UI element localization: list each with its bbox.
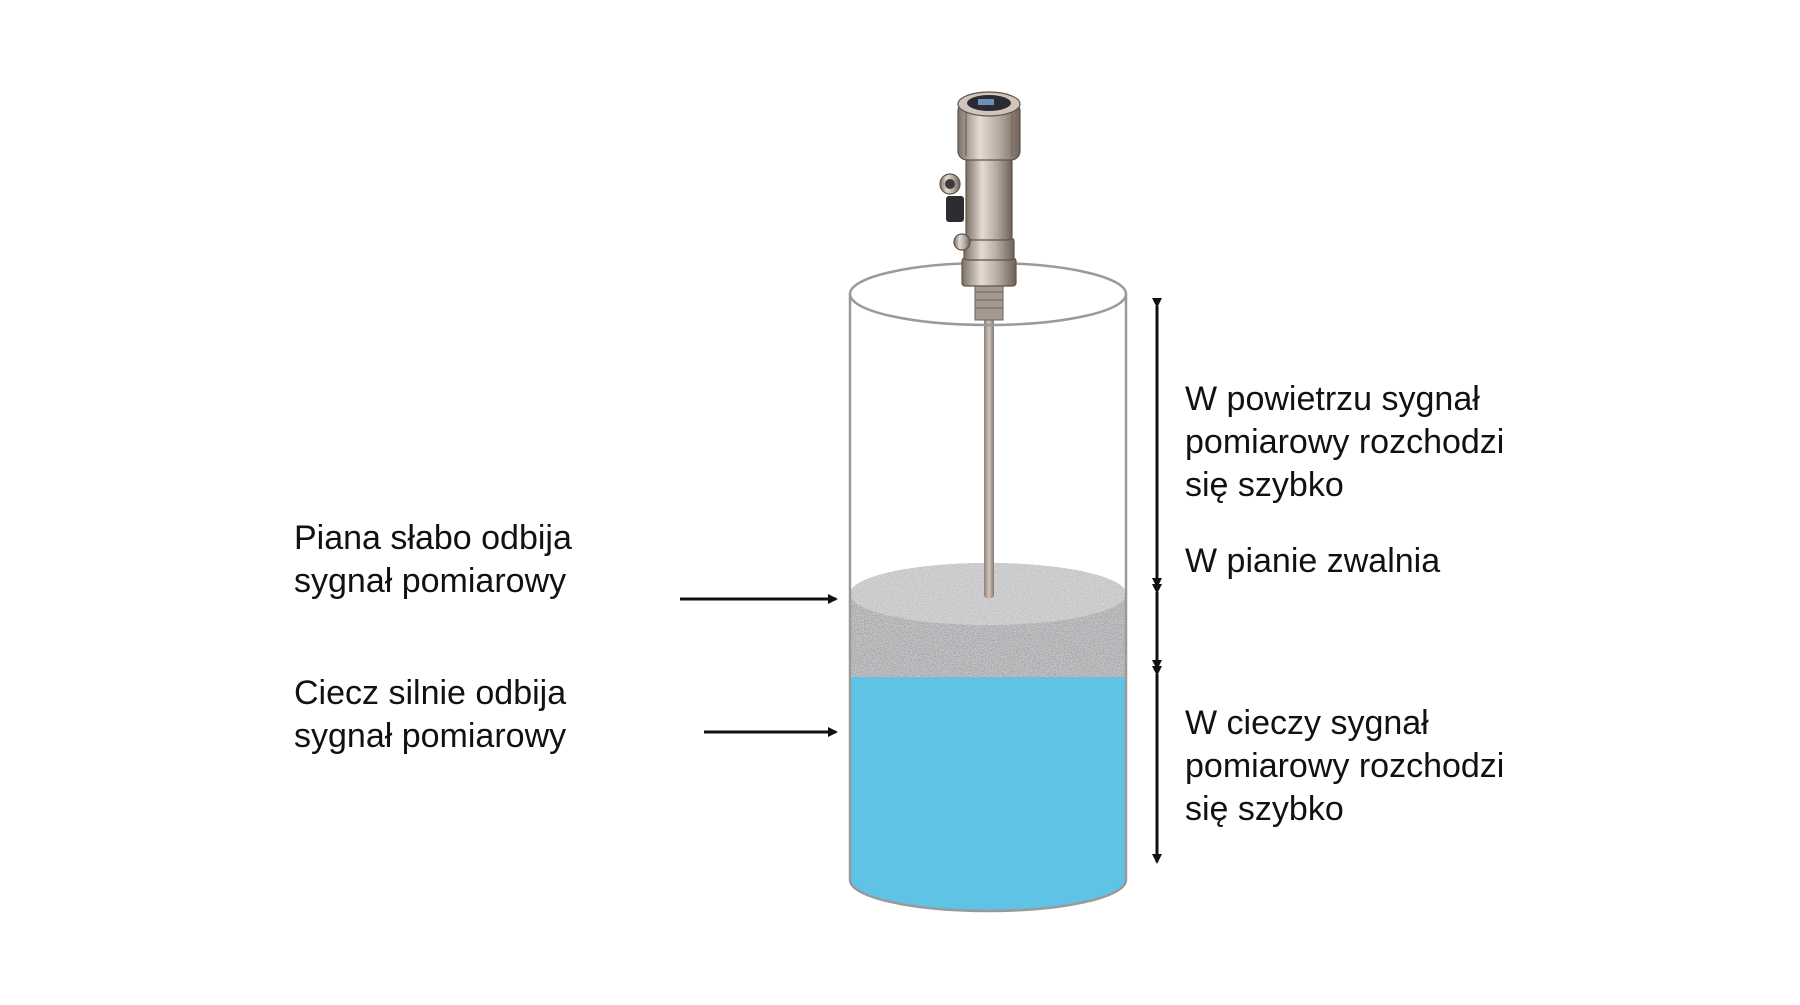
label-liquid-propagation: W cieczy sygnał pomiarowy rozchodzi się …	[1185, 702, 1504, 831]
label-line: sygnał pomiarowy	[294, 562, 567, 600]
label-liquid-reflects-strongly: Ciecz silnie odbija sygnał pomiarowy	[294, 672, 566, 758]
label-line: pomiarowy rozchodzi	[1185, 423, 1505, 461]
label-line: W pianie zwalnia	[1185, 542, 1441, 580]
label-foam-slows: W pianie zwalnia	[1185, 540, 1440, 583]
tank-icon	[848, 293, 1128, 913]
label-air-propagation: W powietrzu sygnał pomiarowy rozchodzi s…	[1185, 378, 1504, 507]
label-line: się szybko	[1185, 466, 1344, 504]
foam-region	[850, 563, 1126, 677]
label-line: się szybko	[1185, 790, 1344, 828]
label-foam-reflects-weakly: Piana słabo odbija sygnał pomiarowy	[294, 517, 572, 603]
radar-level-sensor-icon	[939, 91, 1021, 321]
label-line: sygnał pomiarowy	[294, 717, 567, 755]
sensor-rod	[984, 318, 994, 598]
label-line: Ciecz silnie odbija	[294, 674, 567, 712]
label-line: Piana słabo odbija	[294, 519, 572, 557]
liquid-region	[850, 677, 1126, 911]
label-line: W cieczy sygnał	[1185, 704, 1429, 742]
label-line: W powietrzu sygnał	[1185, 380, 1480, 418]
label-line: pomiarowy rozchodzi	[1185, 747, 1505, 785]
